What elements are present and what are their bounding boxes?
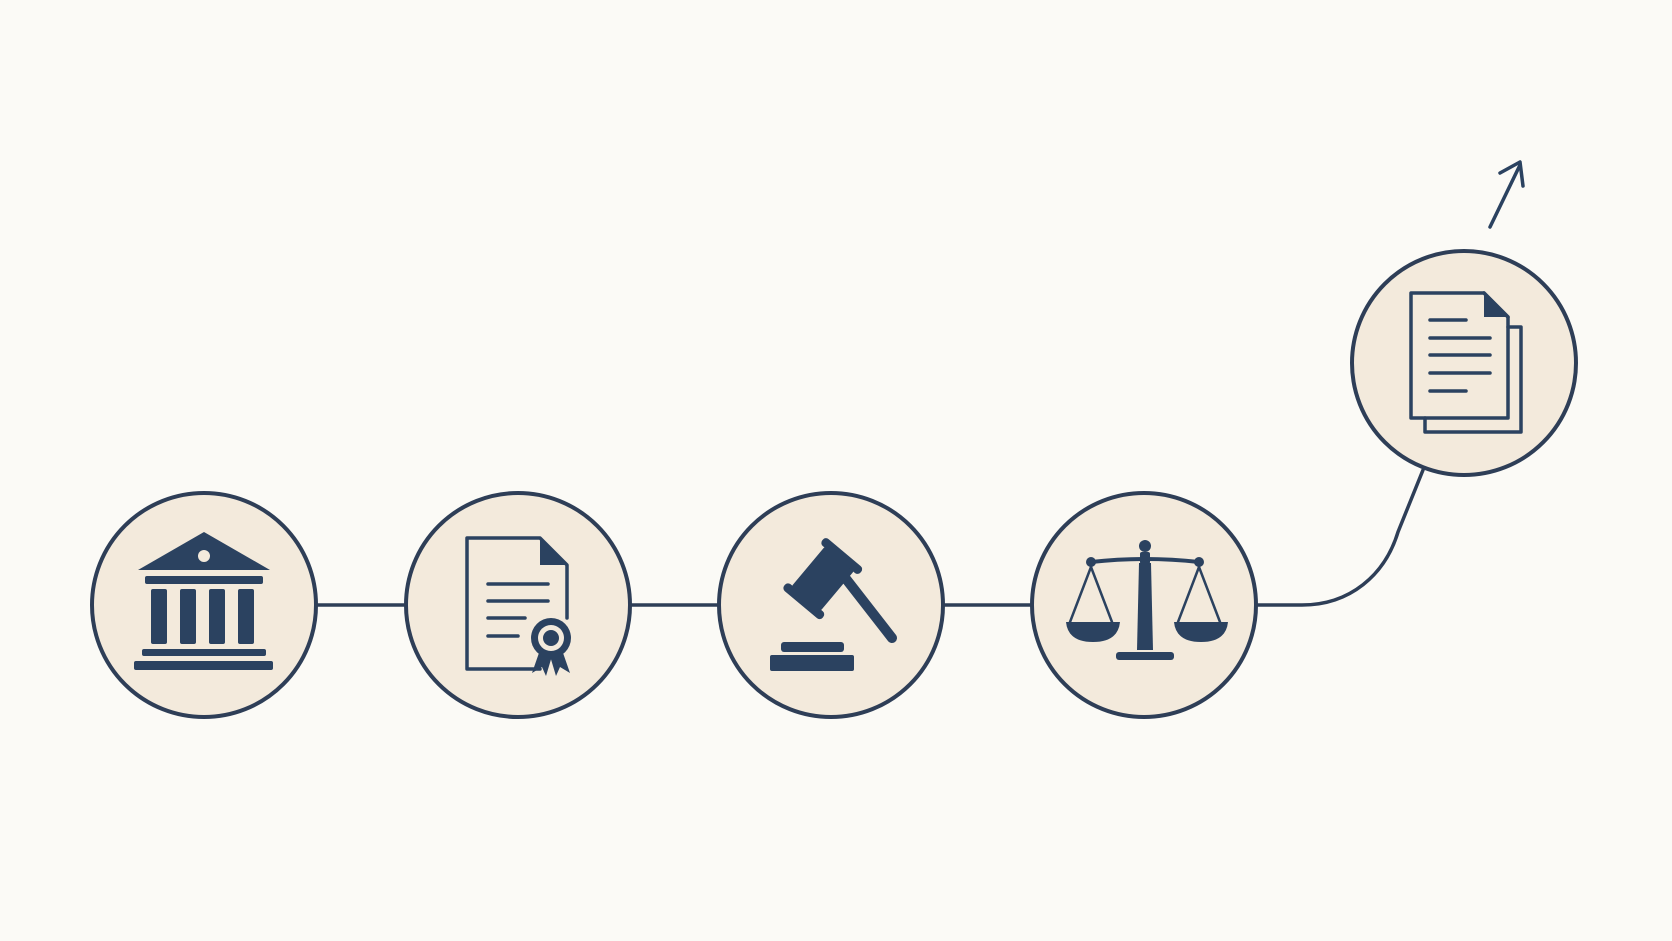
arrow-up-right-icon	[1488, 160, 1525, 229]
step-node-institution	[90, 491, 318, 719]
step-node-certificate	[404, 491, 632, 719]
certificate-document-icon	[465, 536, 571, 676]
gavel-icon	[770, 538, 897, 671]
stacked-documents-icon	[1409, 291, 1523, 434]
scales-of-justice-icon	[1066, 540, 1228, 660]
connector-4-5	[1256, 468, 1425, 607]
step-node-scales	[1030, 491, 1258, 719]
step-node-gavel	[717, 491, 945, 719]
step-node-documents	[1350, 249, 1578, 477]
institution-building-icon	[134, 532, 273, 670]
connectors	[315, 468, 1425, 607]
